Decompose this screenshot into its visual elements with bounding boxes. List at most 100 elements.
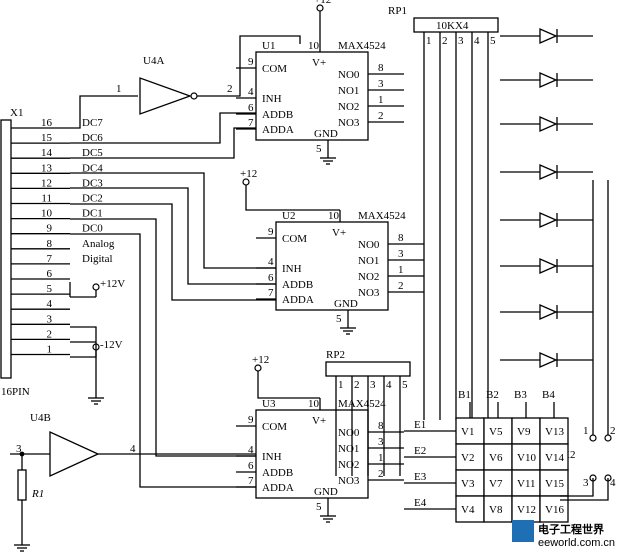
matrix-row-label: E2 [414, 445, 426, 457]
ic-inh-pin: 4 [248, 86, 254, 98]
wire-dc3 [70, 187, 276, 285]
matrix-cell: V12 [517, 504, 536, 516]
led [500, 352, 593, 368]
ic-out-label: NO0 [338, 69, 360, 81]
ic-out-label: NO1 [358, 255, 379, 267]
x1-pin-number: 8 [47, 238, 53, 250]
x1-pin-number: 16 [41, 117, 53, 129]
ic-out-label: NO3 [358, 287, 380, 299]
watermark: 电子工程世界 eeworld.com.cn [512, 520, 615, 549]
ic-gnd-pin: 5 [316, 143, 322, 155]
buffer-u4a: U4A 1 2 [116, 35, 301, 115]
ic-out-label: NO2 [358, 271, 379, 283]
ic-vplus: V+ [332, 227, 346, 239]
supply-plus12: +12 [314, 0, 331, 12]
matrix-col-label: B4 [542, 389, 555, 401]
ic-addb-pin: 6 [268, 272, 274, 284]
led [500, 212, 593, 228]
ic-com-pin: 9 [248, 56, 254, 68]
rp2-pin-number: 5 [402, 379, 408, 391]
rp2-pin-number: 2 [354, 379, 360, 391]
ic-addb: ADDB [262, 467, 293, 479]
ic-out-label: NO2 [338, 459, 359, 471]
matrix-cell: V15 [545, 478, 564, 490]
buffer-u4b-in-pin: 3 [16, 443, 22, 455]
supply-plus12: +12 [240, 168, 257, 186]
x1-pin-number: 12 [41, 177, 52, 189]
ic-out-pin: 3 [398, 248, 404, 260]
ic-adda: ADDA [282, 294, 314, 306]
led [500, 116, 593, 132]
rp2-ref: RP2 [326, 349, 345, 361]
matrix-cell: V14 [545, 452, 564, 464]
matrix-row-label: E3 [414, 471, 427, 483]
ic-com: COM [262, 421, 287, 433]
supply-plus12-label: +12 [314, 0, 331, 6]
matrix-cell-box [483, 495, 513, 523]
connector-x1-body [0, 119, 12, 379]
ic-com: COM [262, 63, 287, 75]
x1-pin-label: DC1 [82, 208, 103, 220]
connector-x1-ref: X1 [10, 107, 23, 119]
x1-pin-number: 13 [41, 162, 53, 174]
ic-ref: U1 [262, 40, 275, 52]
rp2-body [325, 361, 411, 377]
ic-addb: ADDB [282, 279, 313, 291]
ic-vplus: V+ [312, 57, 326, 69]
wire-dc0 [70, 233, 256, 488]
wire-dc2 [70, 203, 276, 301]
matrix-cell: V16 [545, 504, 564, 516]
x1-signal-wires [69, 95, 276, 488]
rp2-pin-number: 4 [386, 379, 392, 391]
matrix-cell: V7 [489, 478, 503, 490]
ic-com-pin: 9 [268, 226, 274, 238]
supply-plus12: +12 [252, 354, 269, 372]
buffer-u4a-triangle [139, 77, 192, 115]
ic-vcc-pin: 10 [308, 398, 320, 410]
x1-pin-number: 14 [41, 147, 53, 159]
ic-adda-pin: 7 [248, 117, 254, 129]
buffer-u4b-out-pin: 4 [130, 443, 136, 455]
ic-out-label: NO1 [338, 85, 359, 97]
wire-pin2 [70, 350, 97, 358]
terminal-1: 1 [583, 425, 589, 437]
matrix-cell: V4 [461, 504, 475, 516]
matrix-cell: V9 [517, 426, 531, 438]
x1-pin-label: DC5 [82, 147, 103, 159]
buffer-u4b-ref: U4B [30, 412, 51, 424]
led [500, 28, 593, 44]
buffer-u4a-out-pin: 2 [227, 83, 233, 95]
buffer-u4a-in-pin: 1 [116, 83, 122, 95]
resistor-r1-label: R1 [31, 488, 44, 500]
matrix-cell-box [511, 469, 541, 497]
ic-out-pin: 8 [398, 232, 404, 244]
ic-body [255, 409, 369, 499]
x1-pin-number: 9 [47, 223, 53, 235]
ic-adda: ADDA [262, 124, 294, 136]
wire-dc1 [70, 218, 256, 457]
matrix-cell: V5 [489, 426, 503, 438]
led [500, 304, 593, 320]
ic-part: MAX4524 [338, 40, 386, 52]
ic-out-pin: 1 [378, 94, 384, 106]
x1-pin-label: Digital [82, 253, 113, 265]
x1-pin-number: 10 [41, 208, 53, 220]
ic-addb: ADDB [262, 109, 293, 121]
ic-out-pin: 8 [378, 62, 384, 74]
rp2-pin-number: 1 [338, 379, 344, 391]
x1-pin-number: 3 [47, 313, 53, 325]
ic-vplus: V+ [312, 415, 326, 427]
x1-pin-number: 4 [47, 298, 53, 310]
rp1-pin-number: 2 [442, 35, 448, 47]
matrix-cell: V3 [461, 478, 475, 490]
terminals: 1 2 3 4 [560, 180, 616, 501]
matrix-row-label: E1 [414, 419, 426, 431]
